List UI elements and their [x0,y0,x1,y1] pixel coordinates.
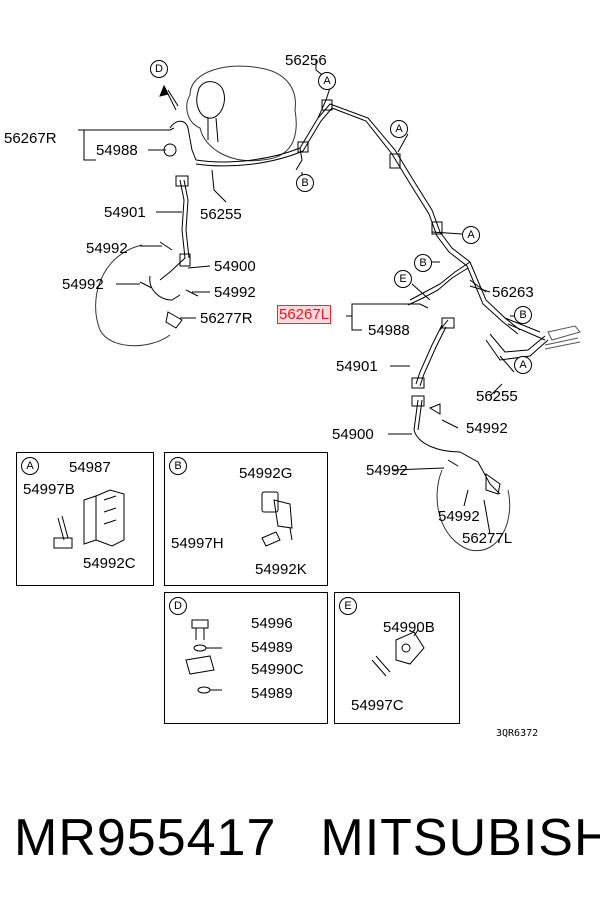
detail-box-a: A 54987 54997B 54992C [16,452,154,586]
detail-d-drawing [185,619,222,694]
label-56267r: 56267R [4,130,57,147]
part-number: MR955417 [14,809,277,867]
detail-e-part-54997c: 54997C [351,697,404,714]
label-56255-right: 56255 [476,388,518,405]
ref-circle-a-4: A [514,356,532,374]
label-54992-left-c: 54992 [214,284,256,301]
label-56256: 56256 [285,52,327,69]
detail-e-part-54990b: 54990B [383,619,435,636]
label-54900-left: 54900 [214,258,256,275]
label-54988-right: 54988 [368,322,410,339]
footer-caption: MR955417 MITSUBISHI [14,808,600,868]
drawing-code: 3QR6372 [496,728,539,739]
right-hose-assembly [411,317,511,552]
detail-d-part-54990c: 54990C [251,661,304,678]
main-brake-pipe [195,87,581,361]
detail-box-d: D 54996 54989 54990C 54989 [164,592,328,724]
detail-a-part-54992c: 54992C [83,555,136,572]
detail-a-drawing [53,489,125,549]
left-hose-assembly [95,120,199,347]
label-54992-right-c: 54992 [438,508,480,525]
ref-circle-a-1: A [318,72,336,90]
label-56277r: 56277R [200,310,253,327]
detail-b-ref: B [169,457,187,475]
label-56277l: 56277L [462,530,513,547]
detail-a-part-54987: 54987 [69,459,111,476]
brand-name: MITSUBISHI [320,809,600,867]
ref-circle-b-3: B [514,306,532,324]
label-56267l-highlighted[interactable]: 56267L [276,305,332,324]
ref-circle-e: E [394,270,412,288]
label-56255-left: 56255 [200,206,242,223]
detail-d-part-54996: 54996 [251,615,293,632]
ref-circle-b-2: B [414,254,432,272]
ref-circle-a-2: A [390,120,408,138]
label-54992-right-b: 54992 [366,462,408,479]
arrow-to-detail-d [159,84,177,111]
ref-circle-d: D [150,60,168,78]
detail-b-part-54992g: 54992G [239,465,293,482]
detail-d-ref: D [169,597,187,615]
detail-d-part-54989-a: 54989 [251,639,293,656]
detail-b-part-54992k: 54992K [255,561,307,578]
detail-b-drawing [261,491,293,547]
ref-circle-b-1: B [296,174,314,192]
detail-e-drawing [371,629,425,677]
label-56263: 56263 [492,284,534,301]
label-54900-right: 54900 [332,426,374,443]
leader-lines [78,60,520,535]
parts-diagram: 56256 56267R 54988 54901 56255 54992 549… [4,52,581,739]
label-54901-right: 54901 [336,358,378,375]
ref-circle-a-3: A [462,226,480,244]
detail-box-b: B 54992G 54997H 54992K [164,452,328,586]
brake-line-drawing [53,60,581,694]
detail-e-ref: E [339,597,357,615]
label-54992-left-b: 54992 [62,276,104,293]
detail-box-e: E 54990B 54997C [334,592,460,724]
label-54901-left: 54901 [104,204,146,221]
label-54988-left: 54988 [96,142,138,159]
brake-booster-outline [186,65,297,162]
label-54992-left-a: 54992 [86,240,128,257]
label-54992-right-a: 54992 [466,420,508,437]
detail-a-ref: A [21,457,39,475]
detail-a-part-54997b: 54997B [23,481,75,498]
detail-d-part-54989-b: 54989 [251,685,293,702]
detail-b-part-54997h: 54997H [171,535,224,552]
